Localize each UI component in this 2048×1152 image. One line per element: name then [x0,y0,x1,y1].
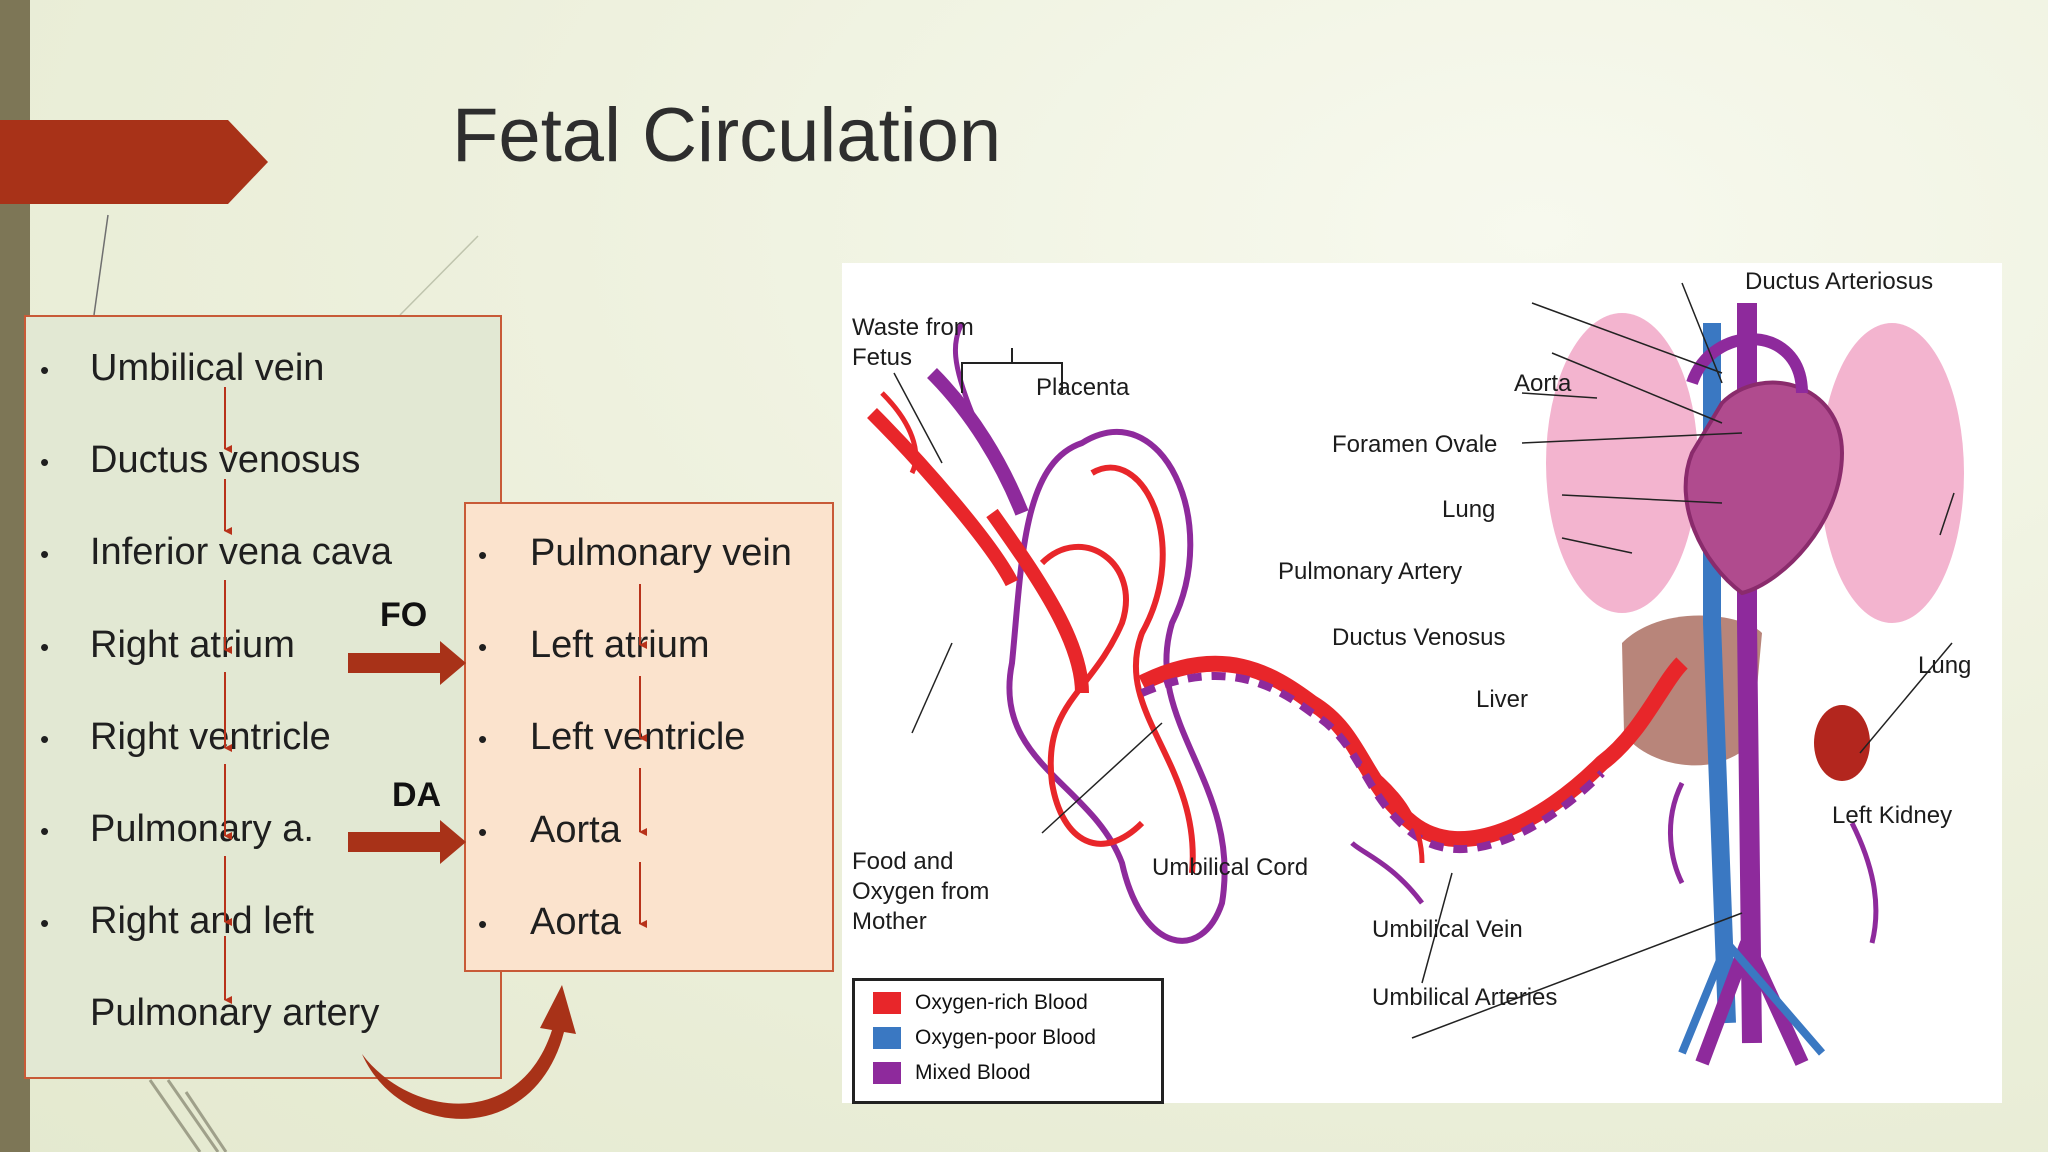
list-item: Pulmonary artery [90,992,380,1034]
list-item: Ductus venosus [90,439,361,481]
label-umbilical-cord: Umbilical Cord [1152,854,1309,881]
label-ductus-arteriosus: Ductus Arteriosus [1745,268,1934,295]
list-item: Aorta [530,901,621,943]
label-waste-line2: Fetus [852,344,913,371]
list-item: Right and left [90,900,314,942]
list-item: Left atrium [530,624,710,666]
legend-swatch [873,1062,901,1085]
left-flow-list: • Umbilical vein • Ductus venosus • Infe… [24,315,502,1079]
label-food-line3: Mother [852,908,927,935]
legend-item-oxygen-poor: Oxygen-poor Blood [873,1026,1096,1050]
bullet: • [40,816,50,846]
fo-label: FO [380,596,428,634]
label-left-kidney: Left Kidney [1832,802,1953,829]
label-liver: Liver [1476,686,1529,713]
list-item: Umbilical vein [90,347,325,389]
list-item: Right atrium [90,624,295,666]
kidney-shape [1814,705,1870,781]
bullet: • [478,817,488,847]
label-umbilical-arteries: Umbilical Arteries [1372,984,1558,1011]
fetal-circulation-diagram: Waste from Fetus Placenta Ductus Arterio… [842,263,2002,1104]
list-item: Aorta [530,809,621,851]
list-item: Left ventricle [530,716,746,758]
label-placenta: Placenta [1036,374,1130,401]
da-label: DA [392,776,442,814]
list-item: Inferior vena cava [90,531,393,573]
label-food-line2: Oxygen from [852,878,990,905]
legend-item-oxygen-rich: Oxygen-rich Blood [873,991,1088,1015]
label-lung-left: Lung [1442,496,1496,523]
label-aorta: Aorta [1514,370,1572,397]
page-title: Fetal Circulation [452,93,1002,178]
title-accent-arrow [0,120,268,204]
diagram-illustration [867,282,1964,1066]
bullet: • [40,632,50,662]
legend-swatch [873,1027,901,1050]
label-food-line1: Food and [852,848,954,875]
bullet: • [40,724,50,754]
bullet: • [40,908,50,938]
label-umbilical-vein: Umbilical Vein [1372,916,1523,943]
legend: Oxygen-rich Blood Oxygen-poor Blood Mixe… [852,978,1164,1104]
label-pulmonary-artery: Pulmonary Artery [1278,558,1463,585]
label-lung-right: Lung [1918,652,1972,679]
bullet: • [40,539,50,569]
list-item: Right ventricle [90,716,331,758]
bullet: • [40,355,50,385]
label-waste-line1: Waste from [852,314,974,341]
lung-left-shape [1546,313,1698,613]
bullet: • [40,447,50,477]
list-item: Pulmonary vein [530,532,792,574]
right-flow-list: • Pulmonary vein • Left atrium • Left ve… [464,502,834,972]
lung-right-shape [1820,323,1964,623]
bullet: • [478,724,488,754]
legend-item-mixed: Mixed Blood [873,1061,1031,1085]
label-foramen-ovale: Foramen Ovale [1332,431,1498,458]
label-ductus-venosus: Ductus Venosus [1332,624,1506,651]
list-item: Pulmonary a. [90,808,314,850]
bullet: • [478,909,488,939]
legend-swatch [873,992,901,1015]
liver-shape [1622,615,1762,766]
bullet: • [478,540,488,570]
bullet: • [478,632,488,662]
